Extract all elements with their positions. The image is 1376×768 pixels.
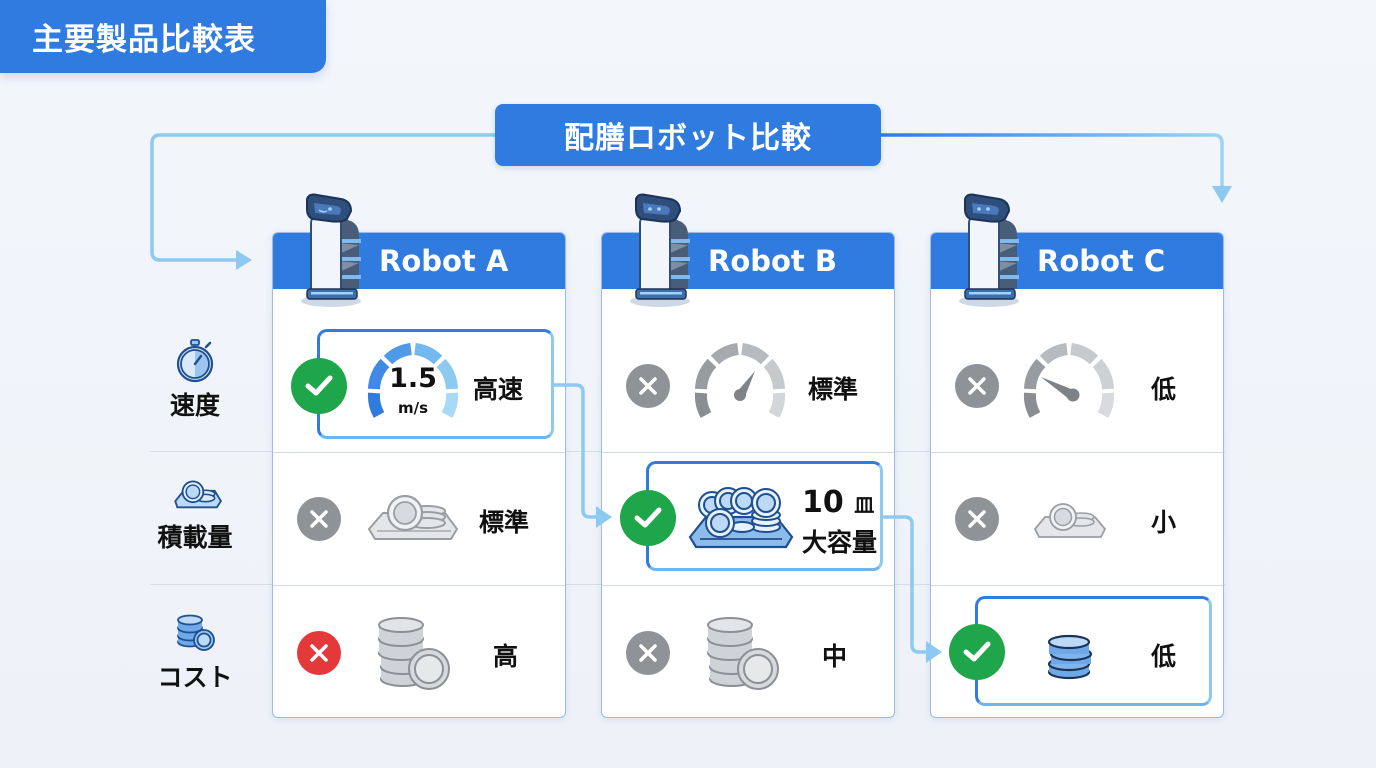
card-divider xyxy=(273,585,565,586)
robot-card-c: Robot C 低 小 xyxy=(930,193,1224,718)
card-divider xyxy=(931,585,1223,586)
robot-a-cost-value: 高 xyxy=(493,642,519,671)
cross-icon xyxy=(297,497,341,541)
robot-c-image xyxy=(959,193,1019,307)
plate-tray-icon xyxy=(367,494,459,540)
robot-b-cost-value: 中 xyxy=(822,642,848,671)
robot-c-cost-value: 低 xyxy=(1151,642,1177,671)
robot-a-capacity-value: 標準 xyxy=(479,508,530,537)
robot-c-capacity-value: 小 xyxy=(1151,508,1177,537)
robot-c-speed-value: 低 xyxy=(1151,375,1177,404)
plate-tray-icon xyxy=(1033,503,1107,538)
speed-gauge-icon xyxy=(694,343,786,418)
coin-stack-icon xyxy=(707,617,779,690)
diagram-title: 配膳ロボット比較 xyxy=(495,104,881,166)
card-divider xyxy=(273,452,565,453)
cross-icon xyxy=(955,364,999,408)
robot-a-speed-highlight xyxy=(317,329,554,439)
plate-tray-icon xyxy=(174,480,223,509)
coin-stack-icon xyxy=(378,617,450,690)
check-icon xyxy=(291,358,347,414)
check-icon xyxy=(620,490,676,546)
cross-icon xyxy=(955,497,999,541)
speed-gauge-icon xyxy=(367,343,459,418)
row-label-text: 積載量 xyxy=(157,523,233,552)
robot-a-speed-value: 高速 xyxy=(473,375,524,404)
capacity-count-unit: 皿 xyxy=(854,493,875,517)
robot-b-speed-value: 標準 xyxy=(808,375,859,404)
cross-icon xyxy=(626,364,670,408)
page-title: 主要製品比較表 xyxy=(0,0,326,73)
cross-red-icon xyxy=(297,631,341,675)
row-label-capacity: 積載量 xyxy=(150,478,240,554)
robot-a-image xyxy=(301,193,361,307)
plate-tray-icon xyxy=(688,487,794,549)
coin-stack-icon xyxy=(177,614,215,651)
robot-b-image xyxy=(630,193,690,307)
robot-card-b: Robot B 標準 xyxy=(601,193,895,718)
coin-stack-icon xyxy=(1047,634,1093,680)
capacity-count-number: 10 xyxy=(802,485,844,520)
speed-gauge-value: 1.5 xyxy=(389,363,437,394)
stopwatch-icon xyxy=(176,339,214,383)
robot-card-a: Robot A 1.5 m/s 高速 標準 xyxy=(272,193,566,718)
cross-icon xyxy=(626,631,670,675)
row-label-text: 速度 xyxy=(169,391,220,420)
card-divider xyxy=(602,585,894,586)
robot-b-capacity-count: 10 皿 xyxy=(802,485,874,520)
robot-b-capacity-value: 大容量 xyxy=(802,528,878,557)
row-label-cost: コスト xyxy=(150,610,240,694)
card-divider xyxy=(931,452,1223,453)
check-icon xyxy=(949,624,1005,680)
row-label-speed: 速度 xyxy=(150,338,240,422)
speed-gauge-unit: m/s xyxy=(397,399,429,417)
row-label-text: コスト xyxy=(157,663,233,692)
card-divider xyxy=(602,452,894,453)
speed-gauge-icon xyxy=(1023,343,1115,418)
